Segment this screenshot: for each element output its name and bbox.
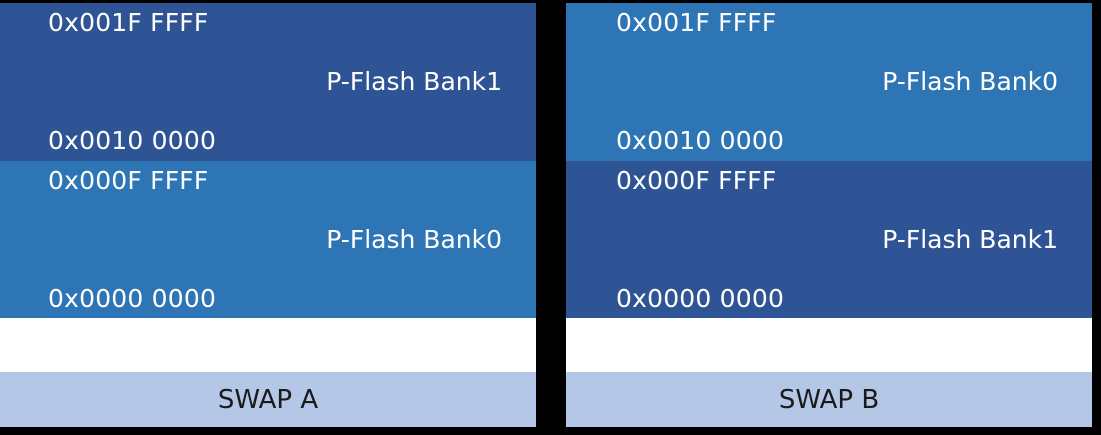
- memory-map-swap-b: 0x001F FFFF P-Flash Bank0 0x0010 0000 0x…: [566, 3, 1092, 318]
- address-label-upper-top-swap-a: 0x001F FFFF: [48, 8, 209, 37]
- memory-block-lower-swap-a: 0x000F FFFF P-Flash Bank0 0x0000 0000: [0, 160, 536, 318]
- swap-caption-label-a: SWAP A: [217, 384, 319, 415]
- panel-swap-b: 0x001F FFFF P-Flash Bank0 0x0010 0000 0x…: [566, 3, 1092, 427]
- address-label-lower-bottom-swap-a: 0x0000 0000: [48, 283, 217, 313]
- bank-name-upper-swap-a: P-Flash Bank1: [326, 67, 502, 96]
- address-label-upper-top-swap-b: 0x001F FFFF: [616, 8, 777, 37]
- swap-caption-bar-b: SWAP B: [566, 372, 1092, 427]
- panel-spacer-swap-b: [566, 318, 1092, 372]
- panel-swap-a: 0x001F FFFF P-Flash Bank1 0x0010 0000 0x…: [0, 3, 536, 427]
- panel-spacer-swap-a: [0, 318, 536, 372]
- memory-map-swap-a: 0x001F FFFF P-Flash Bank1 0x0010 0000 0x…: [0, 3, 536, 318]
- address-label-upper-bottom-swap-b: 0x0010 0000: [616, 126, 785, 155]
- bank-name-lower-swap-b: P-Flash Bank1: [882, 224, 1058, 254]
- memory-block-upper-swap-a: 0x001F FFFF P-Flash Bank1 0x0010 0000: [0, 3, 536, 161]
- memory-block-upper-swap-b: 0x001F FFFF P-Flash Bank0 0x0010 0000: [566, 3, 1092, 161]
- bank-name-lower-swap-a: P-Flash Bank0: [326, 224, 502, 254]
- address-label-lower-top-swap-a: 0x000F FFFF: [48, 165, 209, 195]
- swap-caption-label-b: SWAP B: [778, 384, 880, 415]
- address-label-upper-bottom-swap-a: 0x0010 0000: [48, 126, 217, 155]
- address-label-lower-top-swap-b: 0x000F FFFF: [616, 165, 777, 195]
- memory-block-lower-swap-b: 0x000F FFFF P-Flash Bank1 0x0000 0000: [566, 160, 1092, 318]
- bank-name-upper-swap-b: P-Flash Bank0: [882, 67, 1058, 96]
- address-label-lower-bottom-swap-b: 0x0000 0000: [616, 283, 785, 313]
- swap-caption-bar-a: SWAP A: [0, 372, 536, 427]
